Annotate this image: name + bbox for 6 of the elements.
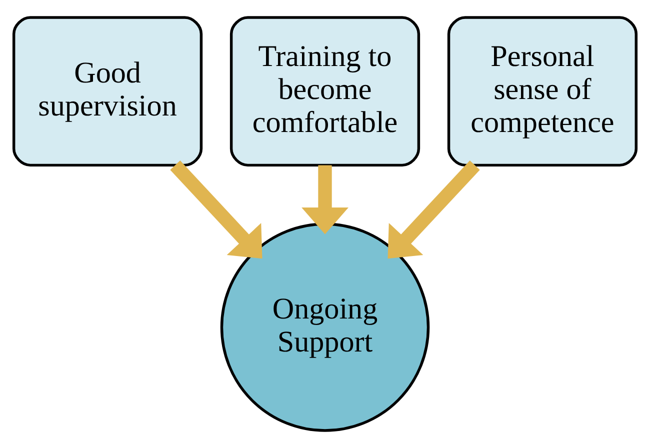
arrow [388, 160, 480, 259]
arrow [170, 160, 262, 259]
node-box: Training to become comfortable [230, 16, 420, 167]
node-box: Personal sense of competence [447, 16, 638, 167]
node-box: Good supervision [12, 16, 203, 167]
arrow [302, 165, 348, 234]
